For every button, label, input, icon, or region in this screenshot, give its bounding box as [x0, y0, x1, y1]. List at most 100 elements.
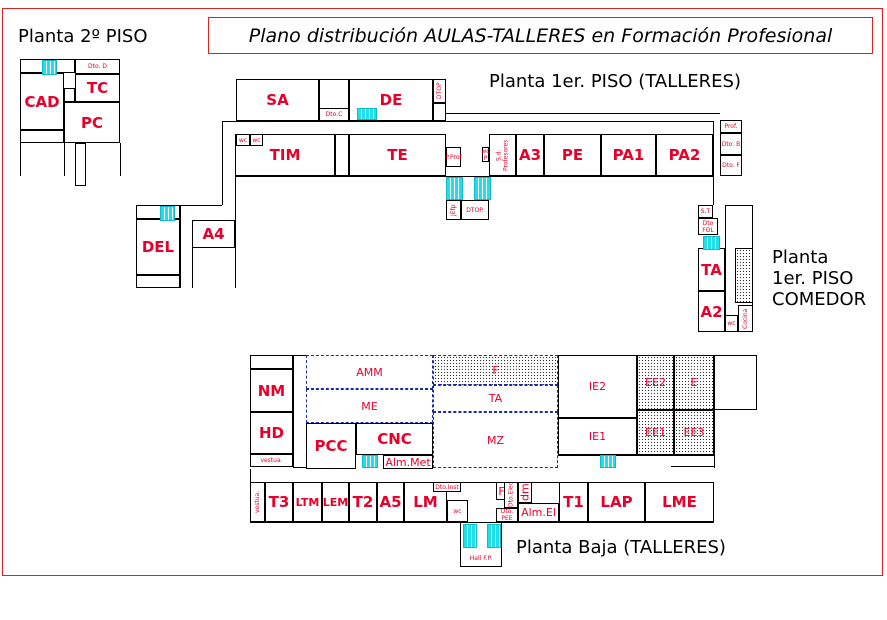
room-cad: CAD: [20, 73, 64, 130]
room-label: wc P: [481, 147, 490, 162]
wall-line: [20, 143, 21, 176]
room-label: TA: [488, 392, 503, 405]
room-label: PE: [561, 146, 584, 164]
wall-line: [180, 205, 222, 206]
wall-line: [713, 121, 714, 205]
room-label: E: [690, 376, 698, 389]
room-e: E: [674, 355, 714, 410]
room-label: F: [498, 484, 505, 498]
room-label: CAD: [24, 92, 60, 111]
wall-line: [502, 522, 714, 523]
room-f1: F: [433, 355, 558, 385]
room-label: Dto FOL: [702, 219, 714, 234]
wall-line: [250, 482, 714, 483]
stairs-icon: [474, 177, 491, 200]
room-label: PCC: [314, 437, 348, 455]
room-dto-fol: Dto FOL: [698, 218, 718, 235]
room-label: DTOP.: [466, 206, 484, 214]
room-pa2: PA2: [656, 134, 713, 176]
wall-line: [235, 176, 236, 288]
wall-line: [446, 113, 720, 114]
room-label: S.d. Profesores: [495, 139, 510, 171]
room-lem: LEM: [322, 482, 349, 522]
room-label: EE3: [683, 426, 705, 439]
room-label: NM: [257, 381, 286, 400]
room-label: dm: [518, 483, 532, 502]
room-label: T2: [352, 493, 374, 511]
room-lme: LME: [645, 482, 714, 522]
wall-line: [714, 410, 715, 468]
room-ta1: TA: [698, 248, 725, 291]
wall-block: [136, 275, 180, 288]
room-ie2: IE2: [558, 355, 637, 418]
wall-line: [120, 143, 121, 176]
room-te: TE: [349, 134, 446, 176]
room-dtop: DTOP.: [461, 200, 489, 220]
room-lap: LAP: [588, 482, 645, 522]
room-label: LM: [413, 493, 438, 511]
room-dm: dm: [518, 482, 532, 503]
stairs-icon: [600, 455, 616, 468]
stairs-icon: [463, 524, 477, 548]
room-label: HD: [258, 424, 284, 442]
room-label: Hall F.P.: [469, 555, 493, 562]
label-comedor-3: COMEDOR: [772, 289, 867, 310]
room-wc2: wc: [250, 134, 263, 146]
label-comedor-2: 1er. PISO: [772, 268, 854, 289]
room-pprof: P.Prof: [445, 147, 462, 167]
room-del: DEL: [136, 219, 180, 275]
wall-block: [20, 130, 64, 143]
room-pcc: PCC: [306, 423, 356, 469]
room-label: ME: [361, 399, 378, 413]
room-tc: TC: [75, 74, 120, 102]
wall-line: [235, 176, 713, 177]
wall-line: [222, 121, 223, 205]
wall-line: [293, 467, 306, 468]
wall-line: [293, 355, 306, 356]
room-vest1: vestua.: [250, 454, 293, 467]
room-label: JEfp: [450, 204, 457, 216]
label-first-floor: Planta 1er. PISO (TALLERES): [489, 71, 741, 92]
room-pe: PE: [544, 134, 601, 176]
plan-title: Plano distribución AULAS-TALLERES en For…: [208, 17, 873, 54]
room-label: A4: [202, 225, 225, 243]
room-dto-inst: Dto.Inst: [433, 482, 461, 492]
room-label: wc: [238, 136, 248, 144]
frame-border: [2, 8, 883, 576]
room-label: PA1: [612, 146, 645, 164]
room-vest2: vestua.: [250, 482, 265, 522]
room-alm-met: Alm.Met: [383, 455, 433, 469]
wall-line: [293, 355, 294, 467]
room-label: DTOP: [436, 82, 443, 100]
room-label: TA: [701, 260, 722, 279]
room-label: wc: [252, 136, 261, 144]
room-label: IE2: [588, 380, 607, 393]
room-pc: PC: [64, 102, 120, 143]
room-label: Dto. B: [721, 140, 741, 148]
room-label: T3: [268, 493, 290, 511]
stairs-icon: [362, 455, 378, 468]
room-label: vestua.: [260, 457, 283, 464]
room-label: Dto.Elec: [507, 482, 515, 508]
room-alm-el: Alm.El: [518, 503, 559, 522]
room-label: A5: [379, 493, 402, 511]
wall-block: [714, 355, 757, 410]
room-prof: Prof.: [720, 120, 742, 133]
room-label: LAP: [600, 493, 633, 511]
room-label: Dto. F: [722, 162, 740, 169]
stairs-icon: [160, 206, 175, 221]
room-nm: NM: [250, 369, 293, 412]
room-de: DE: [349, 79, 433, 121]
wall-line: [222, 121, 446, 122]
room-label: Alm.El: [521, 506, 556, 519]
room-label: TIM: [269, 146, 301, 164]
room-label: Alm.Met: [385, 455, 431, 469]
room-label: Dto.Inst: [435, 483, 459, 491]
wall-line: [250, 469, 251, 482]
stairs-icon: [487, 524, 501, 548]
room-label: AMM: [356, 365, 383, 379]
room-label: T1: [563, 493, 584, 511]
room-label: A3: [518, 146, 542, 164]
room-label: LEM: [322, 495, 349, 509]
room-dto-b: Dto. B: [720, 133, 742, 155]
